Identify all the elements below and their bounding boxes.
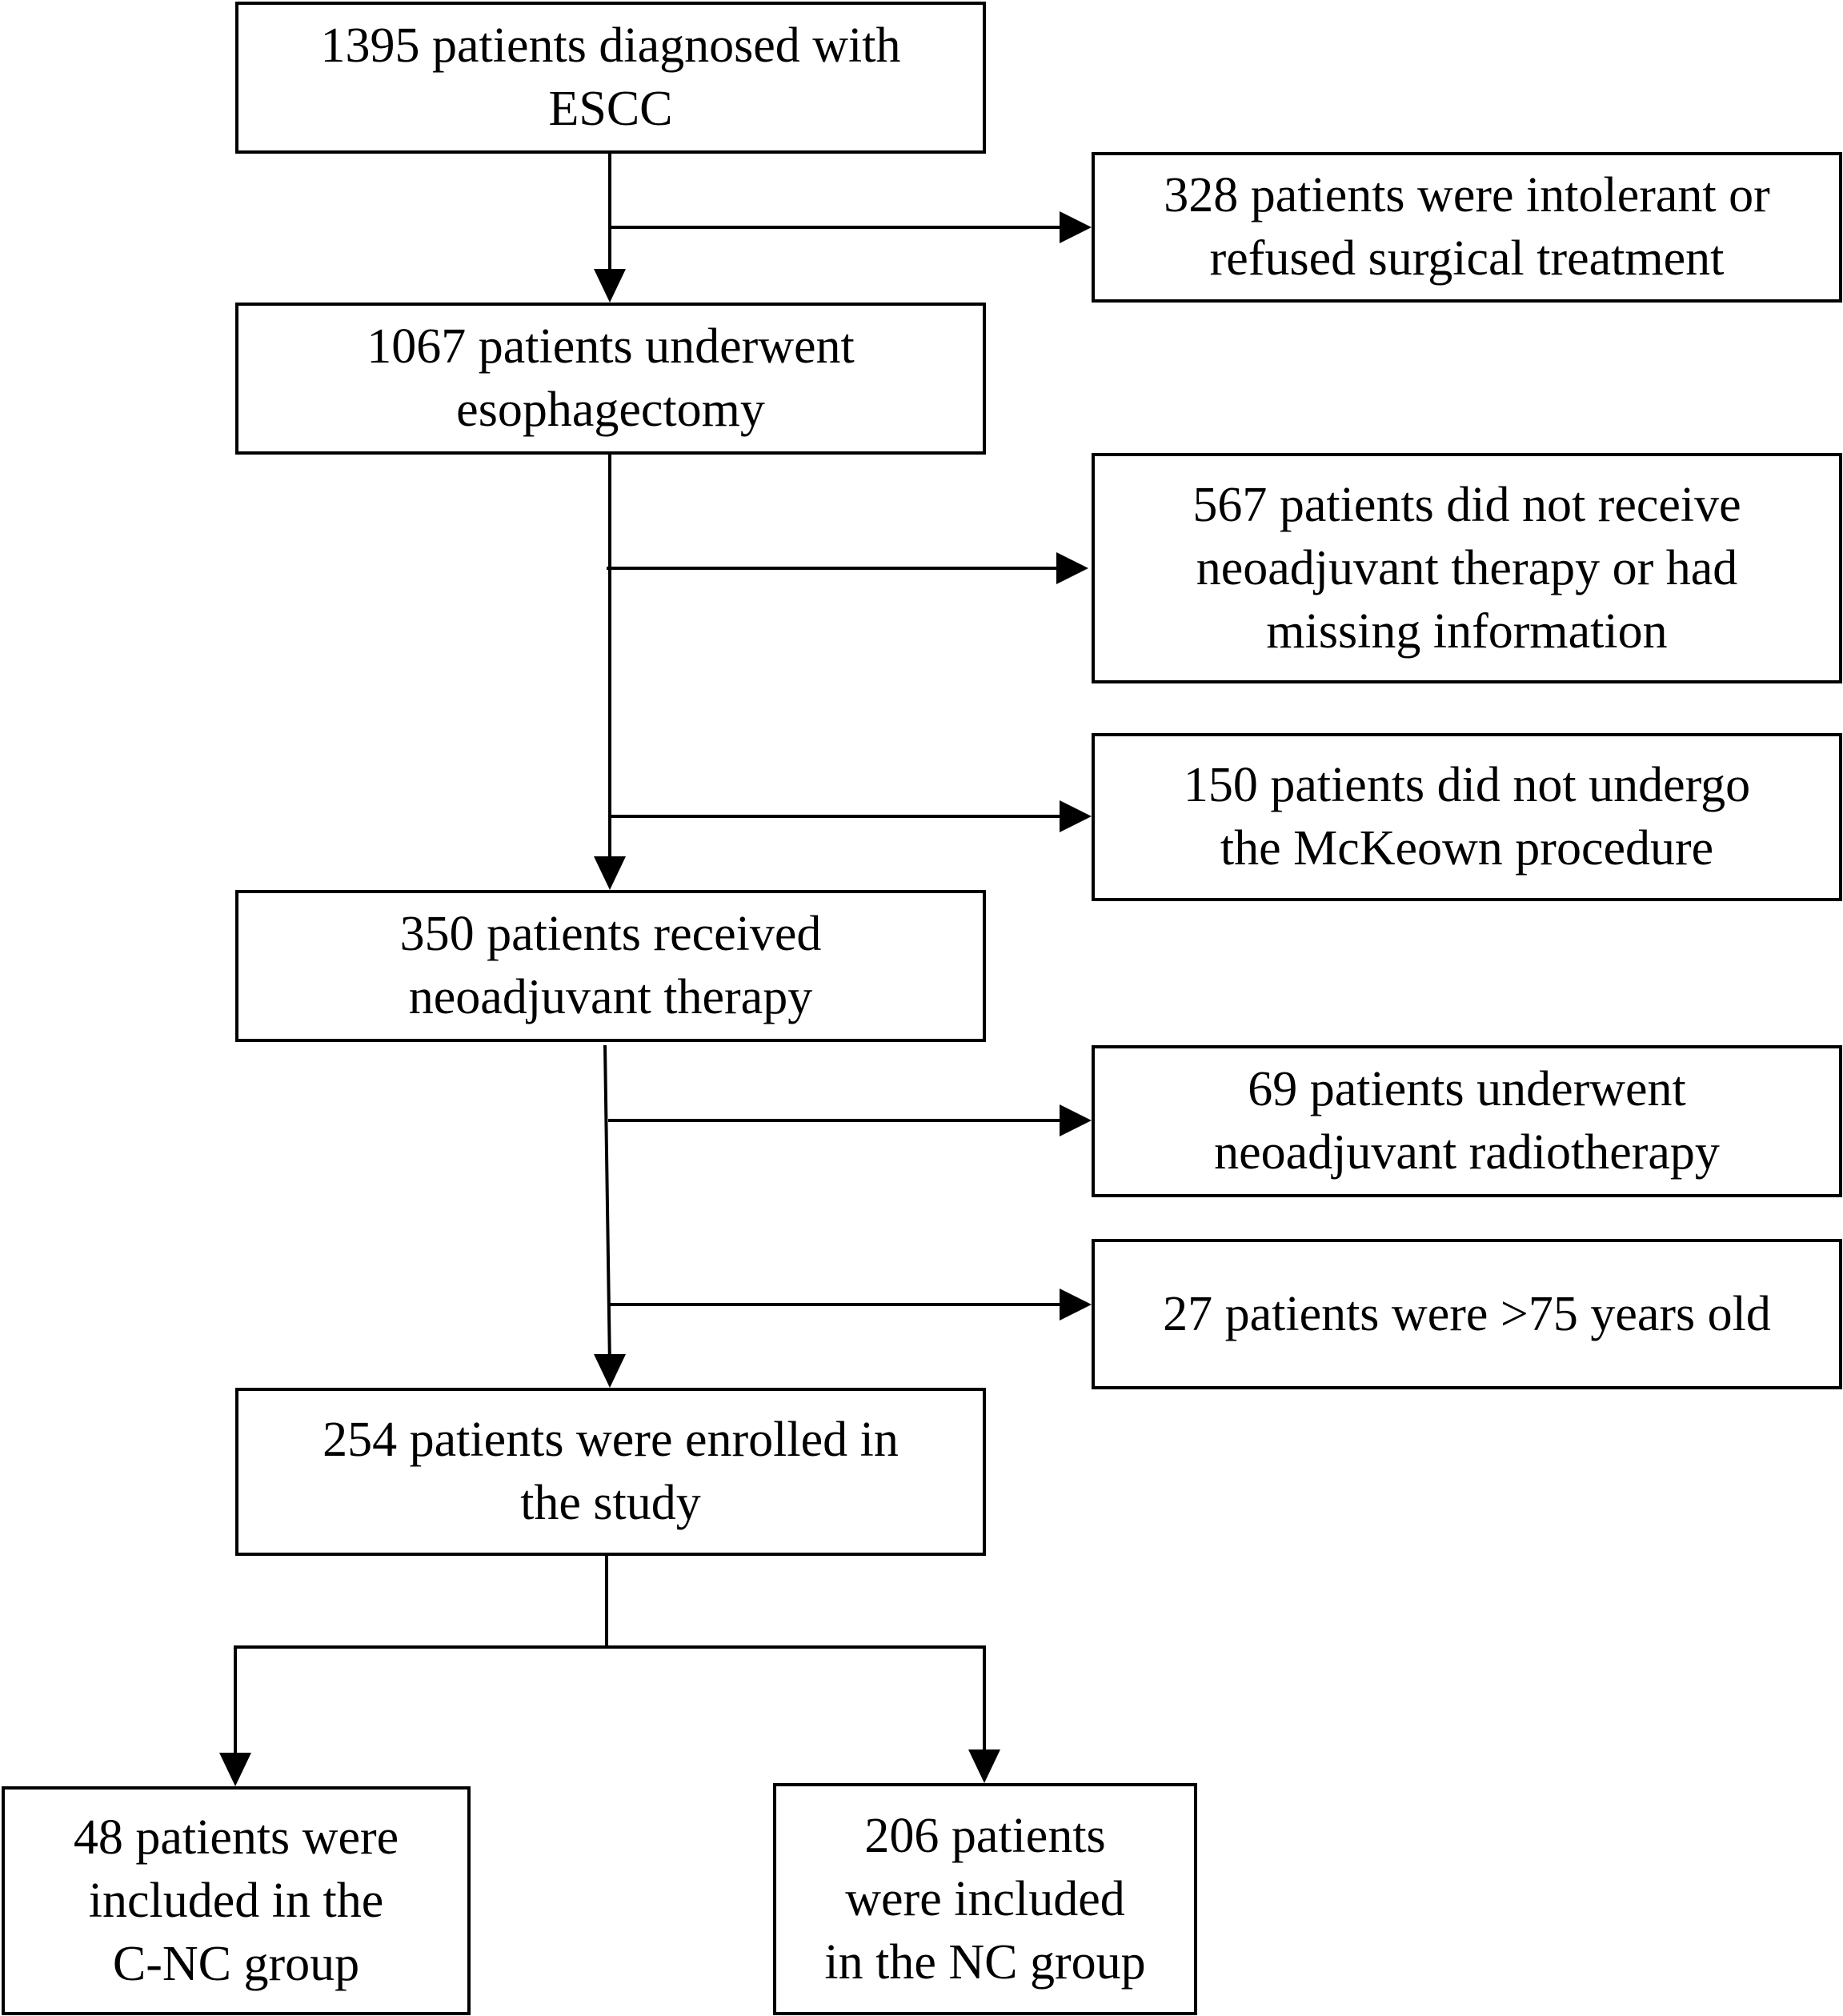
box-cnc-group-line-3: C-NC group xyxy=(112,1936,360,1991)
box-nc-group-line-1: 206 patients xyxy=(864,1808,1106,1863)
connector-spine-3 xyxy=(603,1044,611,1368)
box-diagnosed-line-1: 1395 patients diagnosed with xyxy=(320,18,901,73)
box-diagnosed: 1395 patients diagnosed with ESCC xyxy=(235,2,986,154)
box-esophagectomy-line-2: esophagectomy xyxy=(456,383,765,437)
arrow-to-cnc-group xyxy=(219,1753,251,1786)
box-enrolled-line-2: the study xyxy=(520,1476,701,1530)
box-enrolled-line-1: 254 patients were enrolled in xyxy=(323,1413,899,1467)
arrow-to-excluded-mckeown xyxy=(1060,800,1092,832)
box-excluded-neoadjuvant-line-3: missing information xyxy=(1266,603,1668,659)
box-excluded-neoadjuvant-line-2: neoadjuvant therapy or had xyxy=(1196,540,1738,595)
box-excluded-radiotherapy-line-2: neoadjuvant radiotherapy xyxy=(1214,1125,1720,1180)
box-nc-group: 206 patients were included in the NC gro… xyxy=(773,1783,1197,2015)
box-excluded-mckeown: 150 patients did not undergo the McKeown… xyxy=(1092,733,1842,901)
box-diagnosed-line-2: ESCC xyxy=(548,82,673,136)
box-cnc-group: 48 patients were included in the C-NC gr… xyxy=(2,1786,471,2015)
box-excluded-mckeown-line-2: the McKeown procedure xyxy=(1220,821,1714,876)
box-nc-group-line-3: in the NC group xyxy=(824,1934,1146,1990)
box-excluded-age-line-1: 27 patients were >75 years old xyxy=(1163,1286,1771,1341)
box-enrolled: 254 patients were enrolled in the study xyxy=(235,1388,986,1556)
arrow-to-excluded-surgery xyxy=(1060,211,1092,243)
box-received-neoadjuvant: 350 patients received neoadjuvant therap… xyxy=(235,890,986,1042)
box-excluded-neoadjuvant-line-1: 567 patients did not receive xyxy=(1192,477,1741,532)
box-excluded-neoadjuvant: 567 patients did not receive neoadjuvant… xyxy=(1092,453,1842,683)
box-excluded-surgery: 328 patients were intolerant or refused … xyxy=(1092,152,1842,303)
box-excluded-radiotherapy: 69 patients underwent neoadjuvant radiot… xyxy=(1092,1045,1842,1197)
box-excluded-age: 27 patients were >75 years old xyxy=(1092,1239,1842,1389)
arrow-to-excluded-radiotherapy xyxy=(1060,1104,1092,1136)
box-cnc-group-line-2: included in the xyxy=(88,1873,384,1928)
arrow-to-enrolled xyxy=(594,1354,626,1388)
box-received-neoadjuvant-line-2: neoadjuvant therapy xyxy=(408,970,813,1024)
box-esophagectomy: 1067 patients underwent esophagectomy xyxy=(235,303,986,455)
box-excluded-radiotherapy-line-1: 69 patients underwent xyxy=(1248,1062,1686,1116)
box-excluded-surgery-line-2: refused surgical treatment xyxy=(1209,231,1725,286)
arrow-to-esophagectomy xyxy=(594,269,626,303)
box-cnc-group-line-1: 48 patients were xyxy=(73,1810,399,1865)
arrow-to-received-neoadjuvant xyxy=(594,856,626,890)
box-excluded-surgery-line-1: 328 patients were intolerant or xyxy=(1164,168,1770,222)
box-esophagectomy-line-1: 1067 patients underwent xyxy=(367,319,855,374)
arrow-to-excluded-age xyxy=(1060,1289,1092,1321)
box-received-neoadjuvant-line-1: 350 patients received xyxy=(399,907,822,961)
arrow-to-nc-group xyxy=(968,1749,1000,1783)
arrow-to-excluded-neoadjuvant xyxy=(1056,552,1088,584)
box-excluded-mckeown-line-1: 150 patients did not undergo xyxy=(1183,758,1751,812)
box-nc-group-line-2: were included xyxy=(845,1871,1125,1926)
